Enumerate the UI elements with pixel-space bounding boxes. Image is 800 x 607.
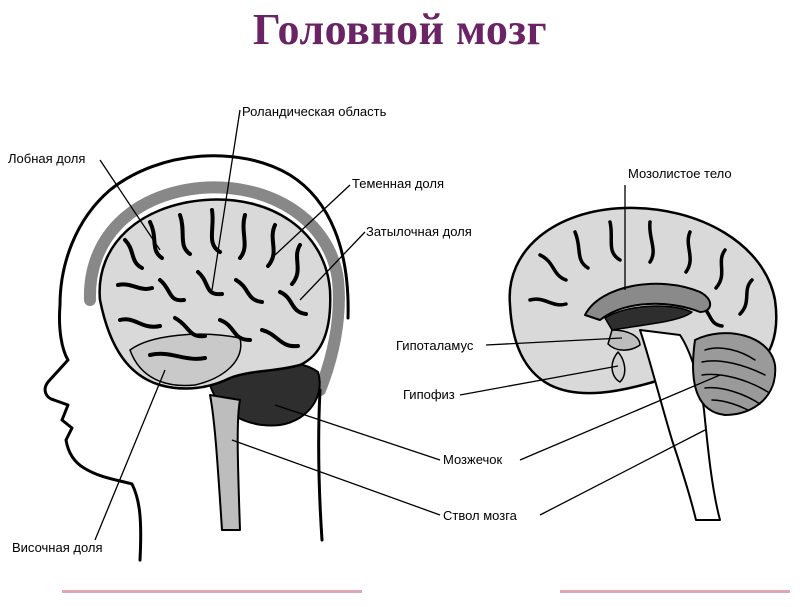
temporal-lobe-shade <box>129 333 242 387</box>
head-brain-illustration <box>43 154 350 562</box>
footer-fragment-left <box>62 590 362 607</box>
ventricle-shape <box>604 305 693 331</box>
skull-band <box>83 181 345 396</box>
label-rolandic-area: Роландическая область <box>242 104 387 119</box>
label-frontal-lobe: Лобная доля <box>8 151 86 166</box>
cerebellum-folia <box>701 347 769 411</box>
sagittal-brain-illustration <box>508 206 778 521</box>
brain-sulci <box>116 208 308 361</box>
label-parietal-lobe: Теменная доля <box>352 176 445 191</box>
hypothalamus-shape <box>607 329 641 351</box>
label-temporal-lobe: Височная доля <box>12 540 103 555</box>
sagittal-cerebellum-shape <box>692 332 777 416</box>
label-brainstem: Ствол мозга <box>443 508 517 523</box>
pituitary-shape <box>611 351 626 383</box>
corpus-callosum-shape <box>584 282 712 321</box>
label-hypothalamus: Гипоталамус <box>396 338 474 353</box>
label-cerebellum: Мозжечок <box>443 452 503 467</box>
leader-lines <box>94 109 721 541</box>
brainstem-shape <box>209 394 241 531</box>
label-pituitary: Гипофиз <box>403 387 455 402</box>
page-title: Головной мозг <box>252 5 548 54</box>
label-occipital-lobe: Затылочная доля <box>366 224 472 239</box>
label-corpus-callosum: Мозолистое тело <box>628 166 732 181</box>
footer-fragment-right <box>560 590 790 607</box>
neck-line <box>317 388 324 542</box>
